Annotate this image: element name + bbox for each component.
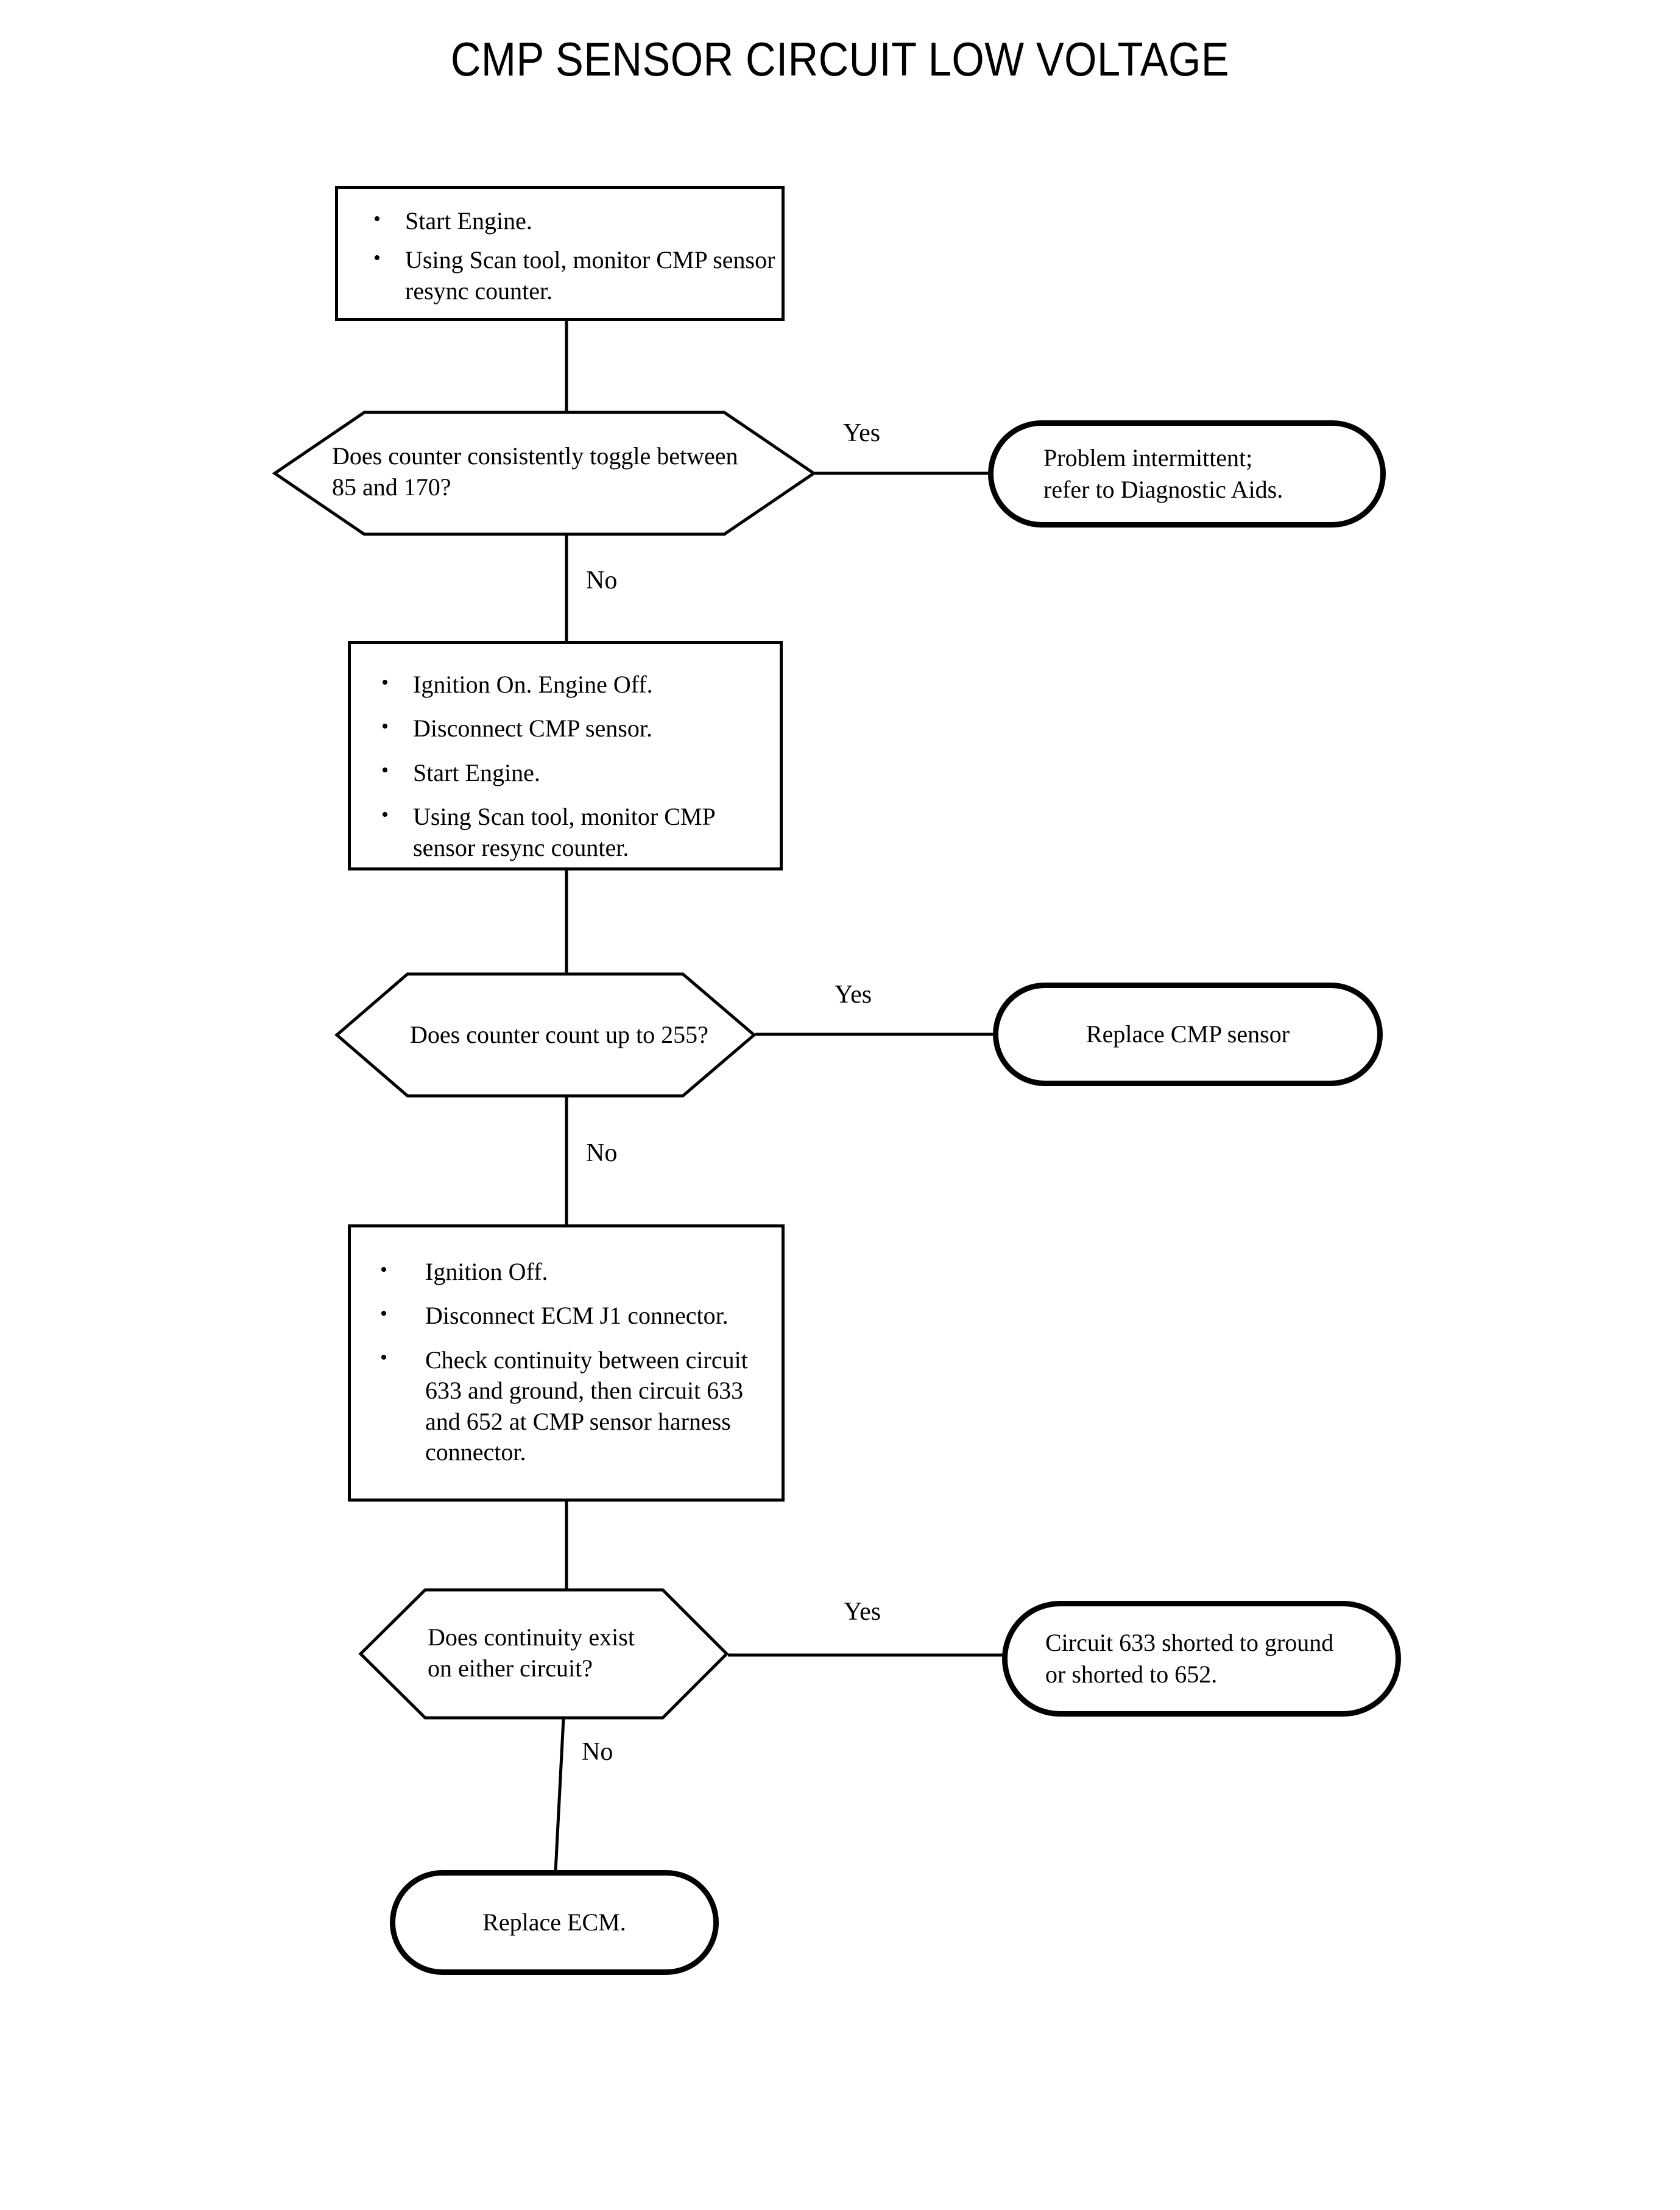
branch-label-no-1: No (586, 567, 618, 595)
terminal-label: Problem intermittent; refer to Diagnosti… (1043, 444, 1283, 503)
hexagon-shape (358, 1588, 729, 1720)
decision-label: Does continuity exist on either circuit? (428, 1623, 635, 1682)
list-item-label: Ignition On. Engine Off. (413, 671, 653, 698)
decision-counter-toggle: Does counter consistently toggle between… (272, 411, 817, 536)
bullet-dot-icon: • (380, 1258, 387, 1281)
terminal-replace-cmp-sensor: Replace CMP sensor (993, 983, 1383, 1086)
list-item-label: Using Scan tool, monitor CMP sensor resy… (405, 246, 775, 305)
list-item-label: Start Engine. (405, 207, 532, 235)
list-item-label: Ignition Off. (425, 1258, 548, 1285)
decision-continuity-exists: Does continuity exist on either circuit? (358, 1588, 729, 1720)
list-item: • Ignition On. Engine Off. (381, 669, 780, 700)
list-item-label: Disconnect CMP sensor. (413, 715, 652, 743)
terminal-label: Replace ECM. (482, 1908, 626, 1936)
list-item-label: Start Engine. (413, 758, 540, 786)
list-item: • Disconnect ECM J1 connector. (380, 1301, 782, 1331)
terminal-label: Replace CMP sensor (1085, 1020, 1290, 1048)
decision-counter-255: Does counter count up to 255? (334, 972, 757, 1098)
bullet-dot-icon: • (381, 671, 389, 694)
branch-label-no-2: No (586, 1139, 618, 1167)
bullet-list: • Start Engine. • Using Scan tool, monit… (373, 206, 782, 306)
bullet-dot-icon: • (381, 715, 389, 738)
bullet-dot-icon: • (373, 207, 381, 230)
list-item: • Start Engine. (373, 206, 782, 236)
list-item: • Start Engine. (381, 758, 780, 788)
branch-label-yes-3: Yes (844, 1598, 881, 1626)
bullet-dot-icon: • (373, 247, 381, 270)
process-box-start-engine: • Start Engine. • Using Scan tool, monit… (335, 186, 785, 321)
decision-label: Does counter count up to 255? (410, 1021, 708, 1048)
connector-d3-no (554, 1718, 565, 1872)
process-box-disconnect-cmp: • Ignition On. Engine Off. • Disconnect … (348, 641, 783, 870)
list-item-label: Check continuity between circuit 633 and… (425, 1346, 748, 1466)
hexagon-shape (334, 972, 757, 1098)
list-item: • Using Scan tool, monitor CMP sensor re… (381, 802, 780, 863)
hexagon-shape (272, 411, 817, 536)
bullet-dot-icon: • (380, 1302, 387, 1326)
list-item-label: Disconnect ECM J1 connector. (425, 1302, 729, 1330)
branch-label-yes-2: Yes (835, 981, 872, 1009)
terminal-problem-intermittent: Problem intermittent; refer to Diagnosti… (988, 420, 1386, 528)
list-item: • Check continuity between circuit 633 a… (380, 1345, 782, 1468)
bullet-dot-icon: • (381, 803, 389, 826)
bullet-dot-icon: • (381, 759, 389, 782)
list-item: • Disconnect CMP sensor. (381, 713, 780, 744)
list-item: • Using Scan tool, monitor CMP sensor re… (373, 245, 782, 306)
branch-label-yes-1: Yes (843, 419, 881, 447)
bullet-list: • Ignition On. Engine Off. • Disconnect … (381, 669, 780, 863)
list-item: • Ignition Off. (380, 1257, 782, 1287)
bullet-dot-icon: • (380, 1346, 387, 1369)
list-item-label: Using Scan tool, monitor CMP sensor resy… (413, 803, 715, 861)
branch-label-no-3: No (582, 1738, 613, 1766)
decision-label: Does counter consistently toggle between… (332, 442, 738, 501)
process-box-check-continuity: • Ignition Off. • Disconnect ECM J1 conn… (348, 1224, 785, 1502)
bullet-list: • Ignition Off. • Disconnect ECM J1 conn… (380, 1257, 782, 1467)
page-title: CMP SENSOR CIRCUIT LOW VOLTAGE (450, 32, 1230, 86)
terminal-circuit-shorted: Circuit 633 shorted to ground or shorted… (1002, 1601, 1401, 1717)
terminal-replace-ecm: Replace ECM. (390, 1870, 719, 1975)
terminal-label: Circuit 633 shorted to ground or shorted… (1045, 1629, 1334, 1688)
